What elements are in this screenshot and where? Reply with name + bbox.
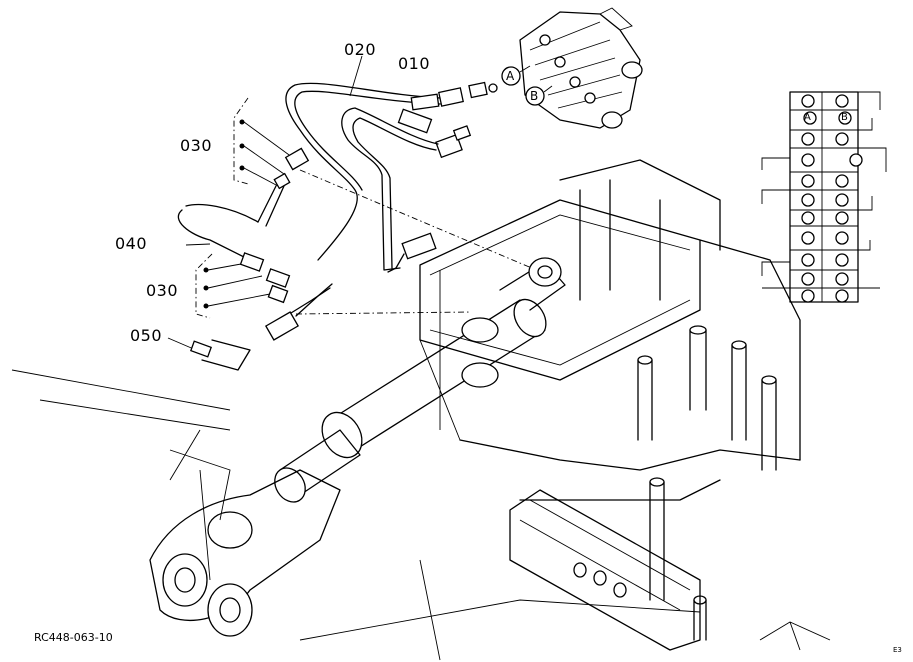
hose-040	[177, 203, 259, 259]
fittings-lower	[239, 252, 291, 304]
callout-030-upper: 030	[180, 136, 213, 155]
elbow-fitting-upper	[257, 147, 310, 227]
hose-020	[285, 82, 441, 261]
port-b-label: B	[530, 89, 539, 103]
inset-port-a-label: A	[804, 112, 811, 123]
lower-beam	[299, 489, 701, 661]
control-valve	[519, 7, 643, 129]
bracket-030-upper	[233, 97, 297, 187]
corner-mark: E3	[893, 646, 902, 654]
valve-inset	[761, 91, 887, 303]
port-a-label: A	[506, 69, 515, 83]
port-b-marker	[525, 85, 553, 106]
leader-020	[349, 55, 363, 97]
callout-050: 050	[130, 326, 163, 345]
callout-030-lower: 030	[146, 281, 179, 300]
drawing-code: RC448-063-10	[34, 631, 113, 644]
callout-010: 010	[398, 54, 431, 73]
port-a-marker	[501, 65, 531, 86]
swing-bracket	[11, 369, 341, 637]
port-fittings	[435, 81, 498, 159]
swing-cylinder	[274, 257, 566, 503]
callout-020: 020	[344, 40, 377, 59]
inset-port-b-label: B	[841, 112, 848, 123]
machine-frame	[419, 159, 801, 501]
frame-posts	[637, 325, 777, 641]
hose-010	[341, 107, 439, 271]
callout-040: 040	[115, 234, 148, 253]
grease-fitting-050	[167, 337, 251, 371]
